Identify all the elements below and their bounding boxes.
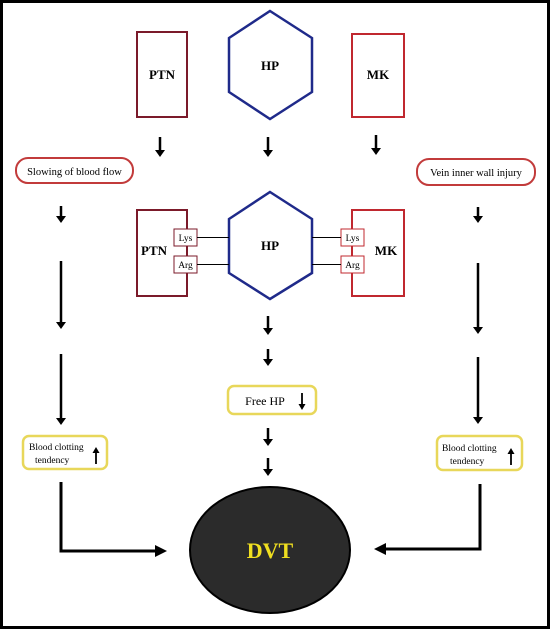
- dvt-node: DVT: [189, 486, 351, 614]
- mk-label-top: MK: [367, 67, 390, 82]
- vein-wall-injury-label: Vein inner wall injury: [430, 168, 523, 179]
- left-clotting-box: Blood clotting tendency: [21, 434, 109, 471]
- slowing-blood-flow-pill: Slowing of blood flow: [15, 157, 134, 184]
- up-arrow-icon: [92, 447, 100, 464]
- free-hp-label: Free HP: [245, 394, 285, 408]
- left-clotting-line2: tendency: [35, 456, 70, 466]
- arrow-mk-down: [371, 135, 381, 155]
- dvt-label: DVT: [247, 538, 294, 563]
- mk-label-complex: MK: [375, 243, 398, 258]
- mk-lys-tag: Lys: [340, 228, 365, 247]
- arrow-hp-down: [263, 137, 273, 157]
- ptn-label-top: PTN: [149, 67, 176, 82]
- ptn-arg-tag: Arg: [173, 255, 198, 274]
- ptn-lys-tag: Lys: [173, 228, 198, 247]
- left-clotting-line1: Blood clotting: [29, 443, 84, 453]
- mk-box-complex: MK: [351, 209, 405, 297]
- ptn-arg-label: Arg: [178, 261, 193, 271]
- right-arrow-1: [473, 207, 483, 223]
- free-hp-box: Free HP: [226, 384, 318, 416]
- slowing-blood-flow-label: Slowing of blood flow: [27, 167, 122, 178]
- right-arrow-3: [473, 357, 483, 424]
- hp-hexagon-top: HP: [227, 9, 314, 121]
- left-arrow-1: [56, 206, 66, 223]
- right-clotting-line1: Blood clotting: [442, 444, 497, 454]
- left-elbow-arrow: [59, 482, 167, 557]
- hp-label-top: HP: [261, 58, 279, 73]
- center-arrow-4: [263, 458, 273, 476]
- ptn-box-complex: PTN: [136, 209, 188, 297]
- mk-arg-label: Arg: [345, 261, 360, 271]
- ptn-box-top: PTN: [136, 31, 188, 118]
- binding-lines: [197, 237, 341, 265]
- ptn-lys-label: Lys: [179, 234, 193, 244]
- center-arrow-3: [263, 428, 273, 446]
- down-arrow-icon: [298, 393, 306, 410]
- ptn-label-complex: PTN: [141, 243, 168, 258]
- vein-wall-injury-pill: Vein inner wall injury: [416, 158, 536, 186]
- right-arrow-2: [473, 263, 483, 334]
- mk-box-top: MK: [351, 33, 405, 118]
- up-arrow-icon: [507, 448, 515, 465]
- mk-lys-label: Lys: [346, 234, 360, 244]
- hp-label-complex: HP: [261, 238, 279, 253]
- center-arrow-2: [263, 349, 273, 366]
- left-arrow-3: [56, 354, 66, 425]
- right-clotting-box: Blood clotting tendency: [435, 434, 524, 472]
- mk-arg-tag: Arg: [340, 255, 365, 274]
- right-elbow-arrow: [374, 484, 482, 555]
- hp-hexagon-complex: HP: [227, 190, 314, 301]
- left-arrow-2: [56, 261, 66, 329]
- right-clotting-line2: tendency: [450, 457, 485, 467]
- center-arrow-1: [263, 316, 273, 335]
- arrow-ptn-down: [155, 137, 165, 157]
